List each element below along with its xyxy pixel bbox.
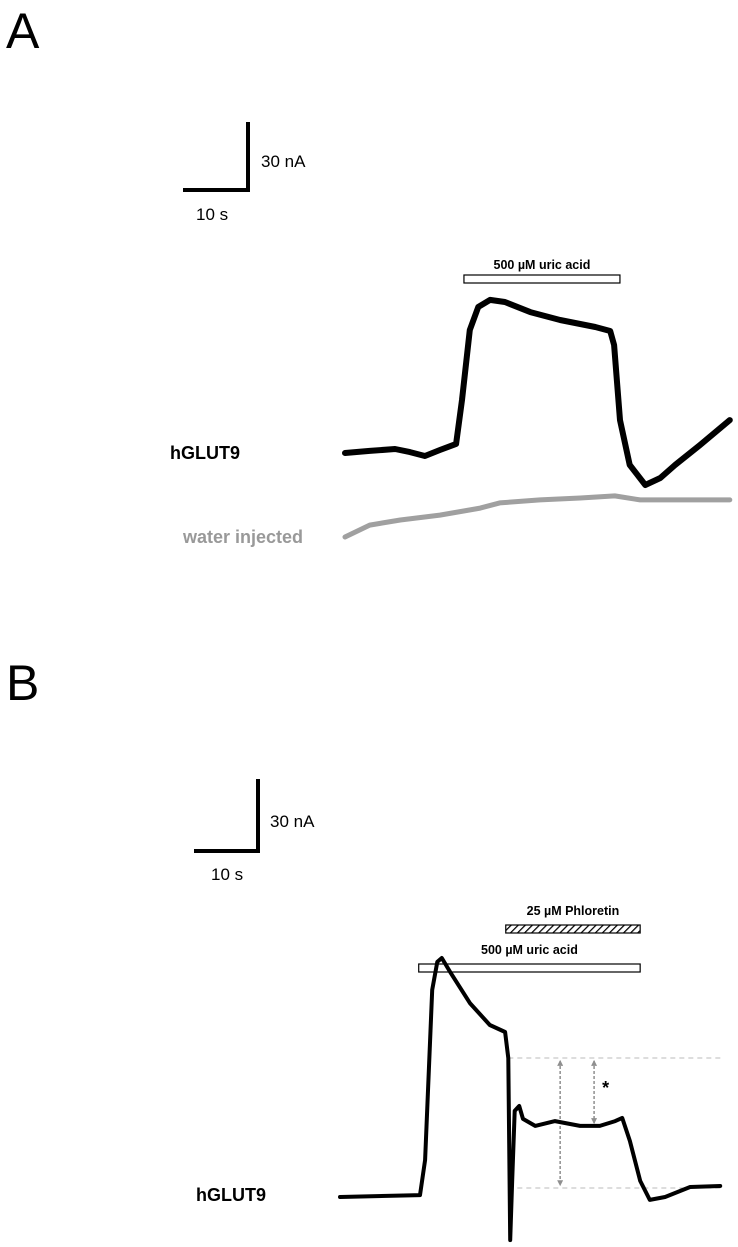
trace-label-water: water injected [182, 527, 303, 547]
application-bar [418, 963, 641, 973]
plot-a: 500 µM uric acid [342, 258, 733, 540]
trace-hglut9 [338, 956, 723, 1243]
application-bar-label: 25 µM Phloretin [527, 904, 620, 918]
application-bar-label: 500 µM uric acid [481, 943, 578, 957]
trace-label-hglut9: hGLUT9 [196, 1185, 266, 1205]
panel-label-b: B [6, 655, 39, 711]
trace-water-injected [342, 493, 733, 540]
scale-bar-a: 30 nA 10 s [183, 122, 306, 224]
application-bar [505, 924, 641, 934]
scale-y-label: 30 nA [270, 812, 315, 831]
panel-label-a: A [6, 3, 40, 59]
trace-label-hglut9: hGLUT9 [170, 443, 240, 463]
scale-x-label: 10 s [211, 865, 243, 884]
significance-marker: * [602, 1078, 609, 1098]
scale-x-label: 10 s [196, 205, 228, 224]
scale-bar-b: 30 nA 10 s [194, 779, 315, 884]
application-bar-label: 500 µM uric acid [494, 258, 591, 272]
trace-hglut9 [342, 296, 733, 488]
scale-y-label: 30 nA [261, 152, 306, 171]
application-bar [463, 274, 621, 284]
plot-b: 25 µM Phloretin 500 µM uric acid * [338, 904, 723, 1243]
